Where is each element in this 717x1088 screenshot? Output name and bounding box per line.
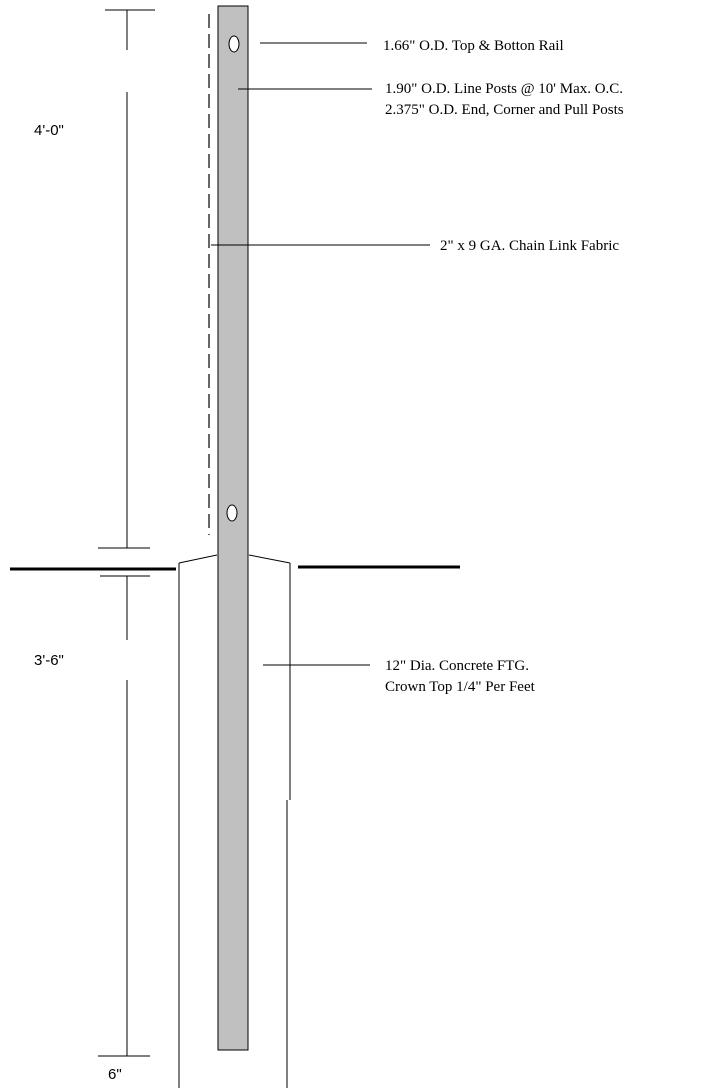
bottom-rail-hole	[226, 504, 238, 522]
top-rail-hole	[228, 35, 240, 53]
fence-post	[217, 5, 249, 1051]
callout-rail: 1.66" O.D. Top & Botton Rail	[383, 38, 564, 54]
footing-crown-right	[248, 554, 291, 564]
footing-crown-left	[178, 554, 218, 564]
dim-label-bottom: 6"	[108, 1066, 122, 1083]
callout-line-posts: 1.90" O.D. Line Posts @ 10' Max. O.C.	[385, 81, 624, 97]
callout-fabric: 2" x 9 GA. Chain Link Fabric	[440, 238, 620, 254]
dim-label-above-grade: 4'-0"	[34, 122, 64, 139]
callout-footing: 12" Dia. Concrete FTG.	[385, 658, 530, 674]
callout-end-posts: 2.375" O.D. End, Corner and Pull Posts	[385, 102, 624, 118]
dim-label-below-grade: 3'-6"	[34, 652, 64, 669]
callout-crown: Crown Top 1/4" Per Feet	[385, 679, 535, 695]
